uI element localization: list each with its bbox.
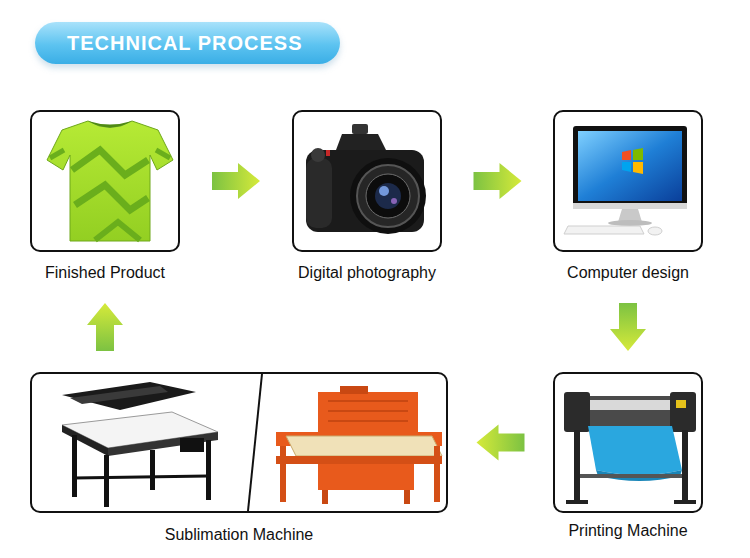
flow-arrow [474, 163, 522, 199]
title-text: TECHNICAL PROCESS [35, 22, 340, 64]
divider-line [248, 374, 262, 511]
step-label: Computer design [567, 264, 689, 282]
process-box: Sublimation Machine [30, 372, 448, 513]
process-box: Finished Product [30, 110, 180, 252]
tshirt-picture [47, 121, 173, 241]
step-label: Digital photography [298, 264, 436, 282]
printer-picture [564, 392, 696, 504]
title-banner: TECHNICAL PROCESS [35, 22, 340, 64]
flow-arrow [477, 425, 525, 461]
process-box: Computer design [553, 110, 703, 252]
step-label: Sublimation Machine [165, 526, 314, 544]
flow-arrow [212, 163, 260, 199]
black-press-picture [62, 382, 218, 507]
step-label: Printing Machine [568, 522, 687, 540]
orange-press-picture [276, 386, 442, 504]
camera-picture [306, 124, 426, 234]
process-box: Printing Machine [553, 372, 703, 513]
flow-arrow [610, 303, 646, 351]
flow-arrow [87, 303, 123, 351]
computer-picture [564, 126, 687, 235]
step-label: Finished Product [45, 264, 165, 282]
process-box: Digital photography [292, 110, 442, 252]
